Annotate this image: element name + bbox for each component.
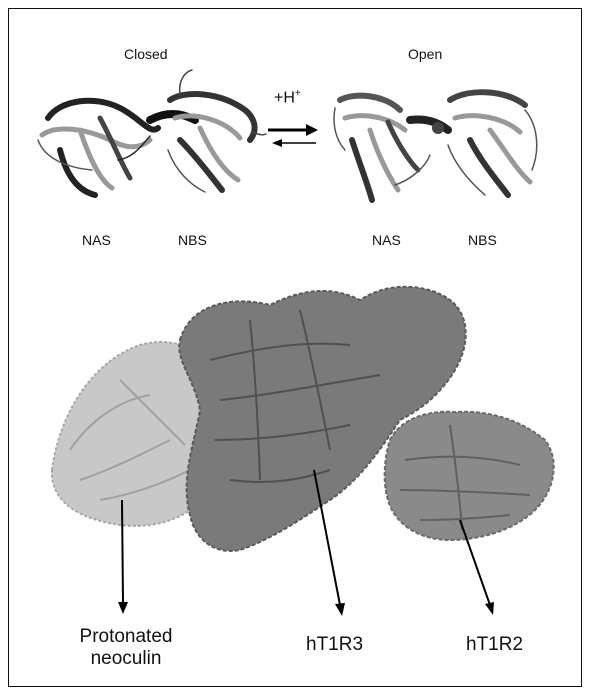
t1r2-label: hT1R2 bbox=[466, 634, 523, 656]
neoculin-label: Protonated neoculin bbox=[66, 626, 186, 670]
closed-label: Closed bbox=[124, 46, 168, 62]
neoculin-label-line2: neoculin bbox=[66, 648, 186, 670]
closed-nas-label: NAS bbox=[82, 232, 111, 248]
t1r3-label: hT1R3 bbox=[306, 634, 363, 656]
closed-nbs-label: NBS bbox=[178, 232, 207, 248]
neoculin-label-line1: Protonated bbox=[66, 626, 186, 648]
t1r2-molecule bbox=[385, 412, 554, 540]
equilibrium-arrows bbox=[268, 124, 318, 147]
open-structure bbox=[334, 92, 537, 200]
open-label: Open bbox=[408, 46, 442, 62]
proton-text: +H bbox=[274, 89, 295, 106]
proton-superscript: + bbox=[295, 88, 301, 99]
open-nas-label: NAS bbox=[372, 232, 401, 248]
open-nbs-label: NBS bbox=[468, 232, 497, 248]
closed-structure bbox=[38, 70, 266, 195]
proton-label: +H+ bbox=[274, 88, 301, 107]
